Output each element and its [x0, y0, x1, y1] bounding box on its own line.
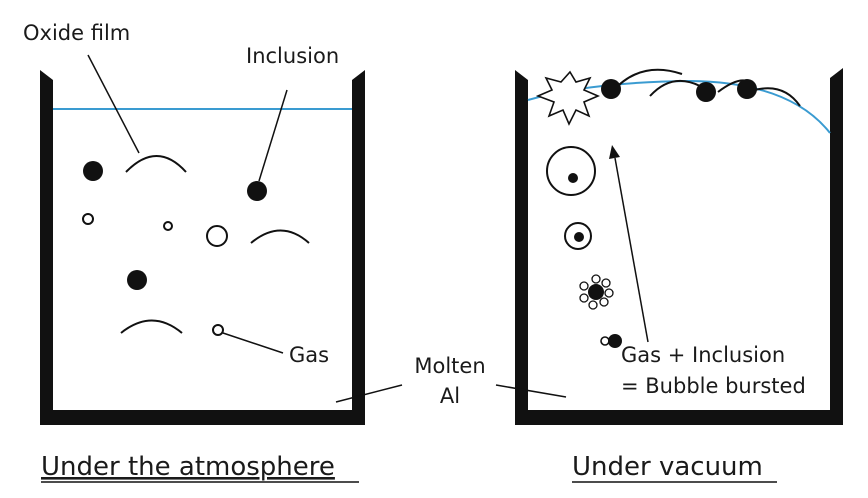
gas-bubble [82, 213, 94, 225]
bubble-arrow-line [614, 157, 649, 343]
inclusion-cluster [579, 274, 614, 310]
molten-leader-right [495, 384, 567, 398]
gas-bubble [163, 221, 173, 231]
right-container [515, 68, 843, 425]
right-container-walls [515, 68, 843, 425]
oxide-film-leader [87, 54, 140, 154]
left-container-walls [40, 70, 365, 425]
oxide-film [125, 155, 187, 173]
gas-bubble [212, 324, 224, 336]
inclusion-particle [568, 173, 578, 183]
inclusion-particle [83, 161, 103, 181]
gas-bubble [600, 336, 610, 346]
label-gas: Gas [289, 343, 329, 367]
label-gas-inclusion-line1: Gas + Inclusion [621, 343, 785, 367]
oxide-film [250, 229, 310, 244]
label-gas-inclusion-line2: = Bubble bursted [621, 374, 806, 398]
gas-leader [222, 332, 284, 354]
inclusion-particle [601, 79, 621, 99]
gas-bubble [206, 225, 228, 247]
inclusion-particle [737, 79, 757, 99]
label-oxide-film: Oxide film [23, 21, 130, 45]
arrow-head-icon [609, 145, 620, 159]
label-inclusion: Inclusion [246, 44, 339, 68]
inclusion-particle [247, 181, 267, 201]
burst-star [535, 70, 601, 126]
inclusion-particle [127, 270, 147, 290]
oxide-film [120, 319, 183, 334]
left-container [40, 54, 365, 425]
inclusion-particle [574, 232, 584, 242]
label-molten-line1: Molten [414, 354, 485, 378]
oxide-film [649, 79, 701, 97]
inclusion-particle [608, 334, 622, 348]
inclusion-particle [696, 82, 716, 102]
gas-bubble [564, 222, 592, 250]
caption-right: Under vacuum [572, 452, 763, 482]
inclusion-leader [258, 89, 288, 182]
gas-bubble [546, 146, 596, 196]
caption-left: Under the atmosphere [41, 452, 335, 482]
molten-leader-left [335, 384, 403, 403]
label-molten-line2: Al [440, 384, 460, 408]
